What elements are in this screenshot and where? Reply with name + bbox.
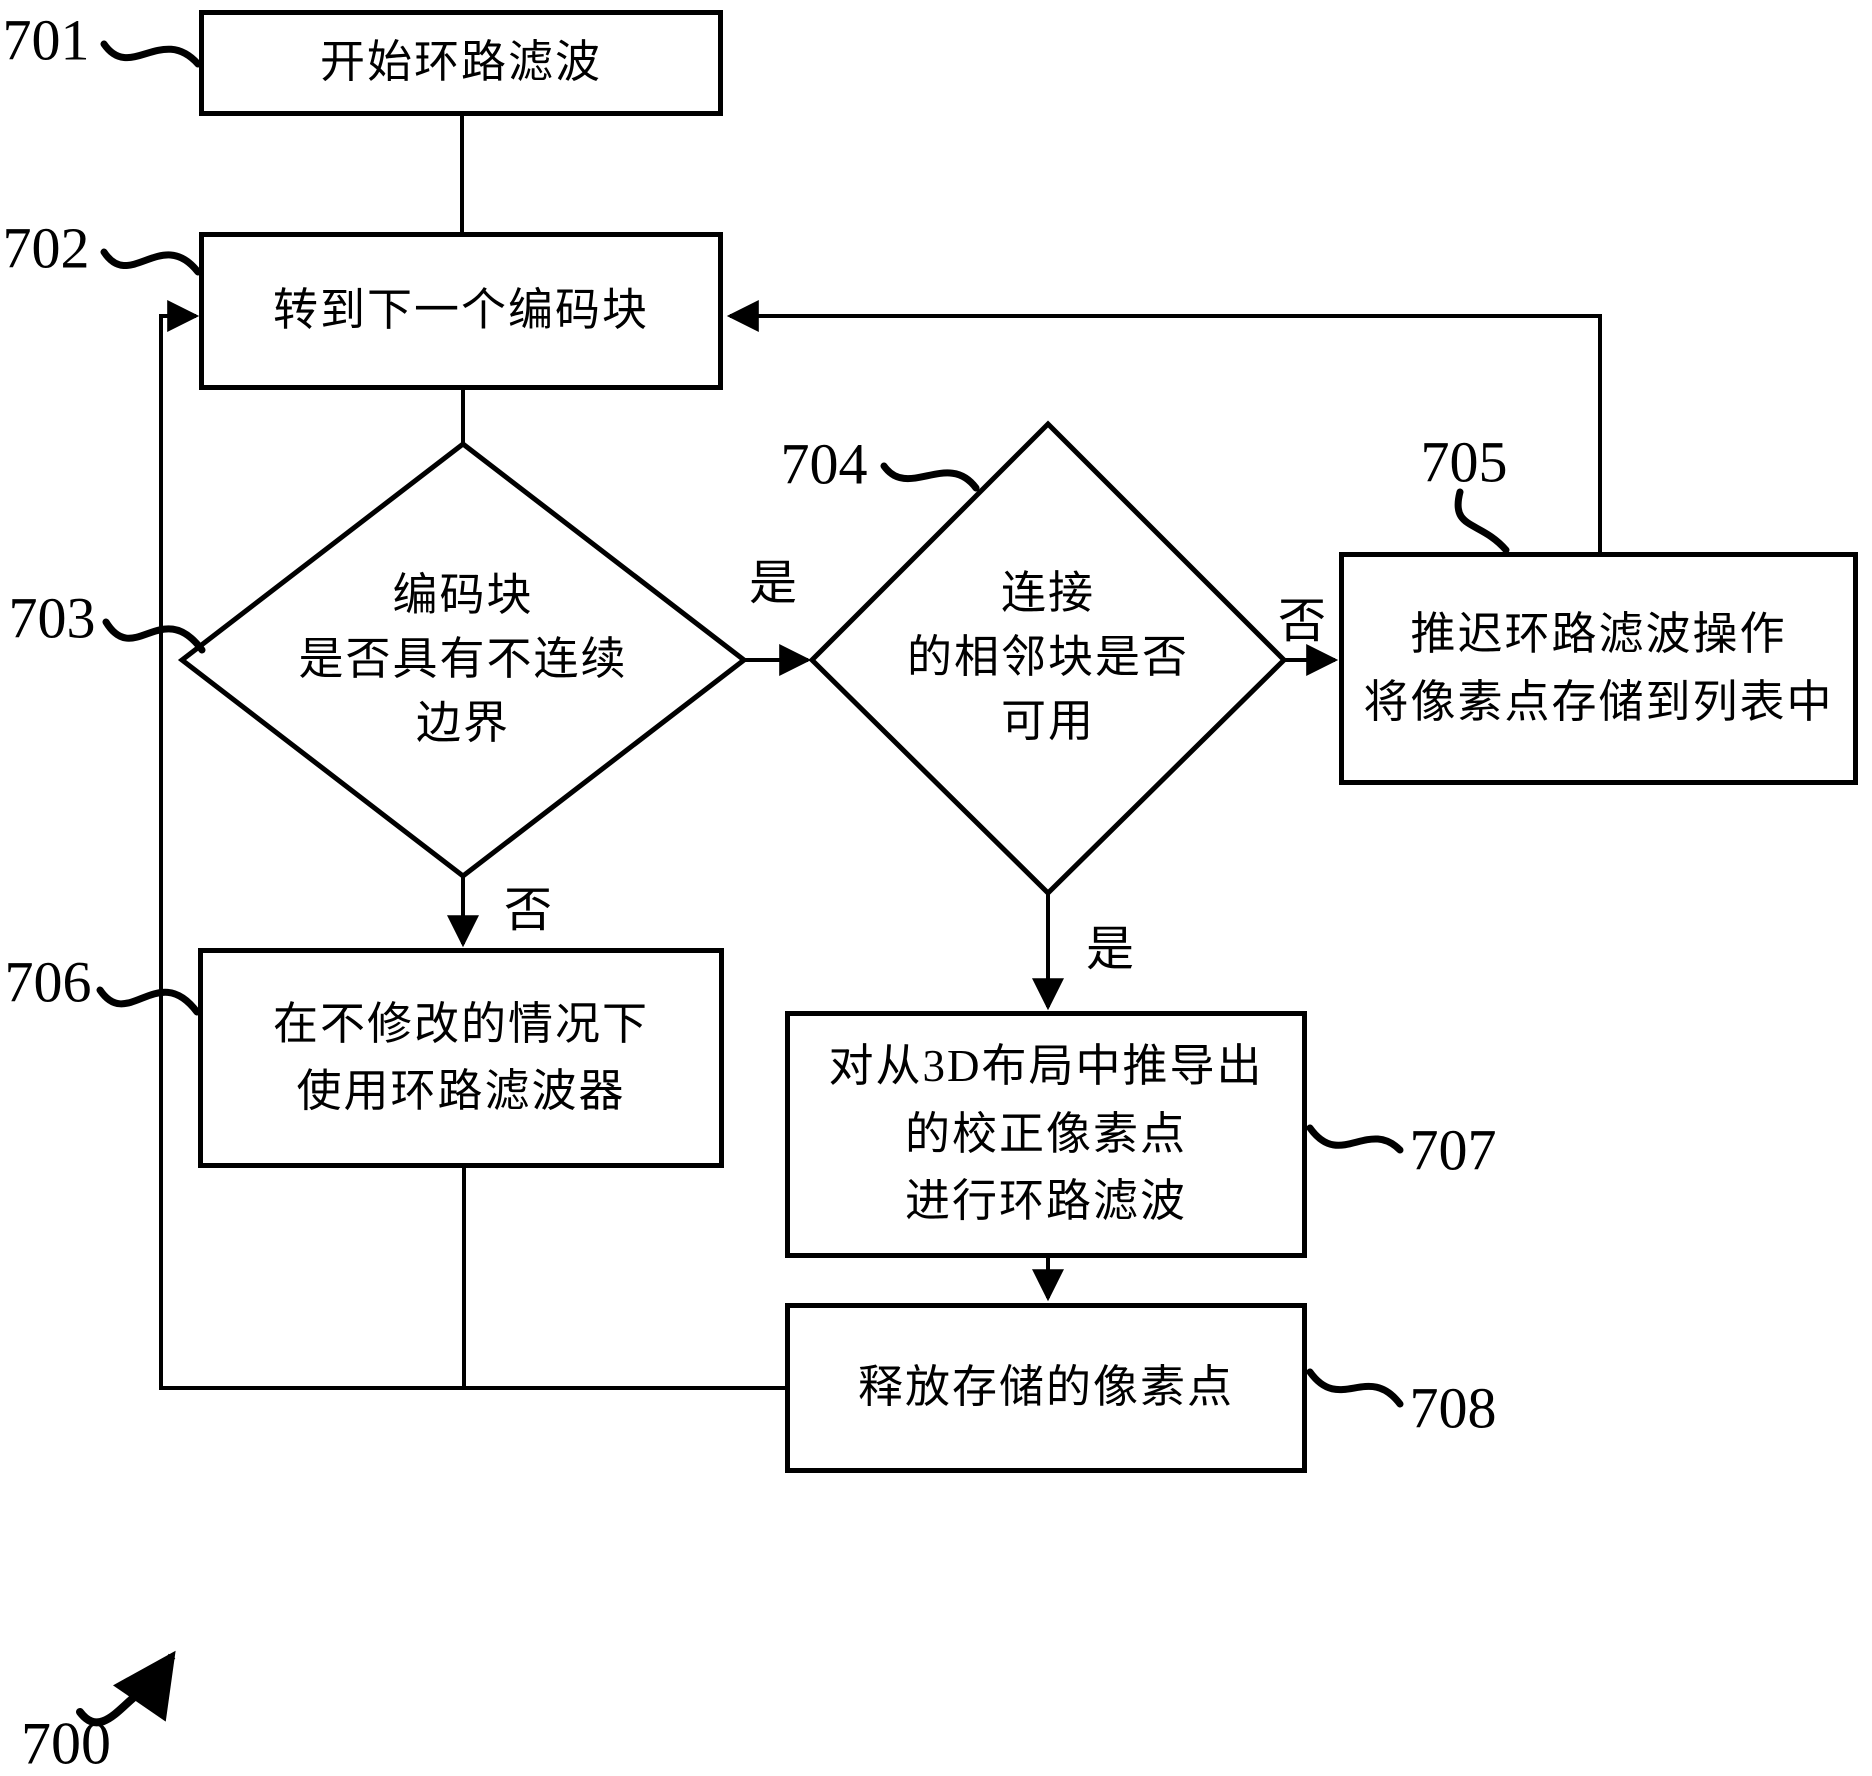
decision-704-line3: 可用 <box>1000 695 1096 746</box>
ref-label-707: 707 <box>1409 1117 1497 1183</box>
edge-label-yes-704: 是 <box>1085 923 1135 976</box>
node-707-line3: 进行环路滤波 <box>904 1176 1187 1227</box>
edge-label-yes-703: 是 <box>748 557 798 610</box>
node-705-postpone-box: 推迟环路滤波操作 将像素点存储到列表中 <box>1339 552 1858 785</box>
node-701-label: 开始环路滤波 <box>319 37 602 88</box>
node-702-next-block-box: 转到下一个编码块 <box>199 232 723 390</box>
ref-squiggle-704 <box>880 462 980 492</box>
decision-704-shape <box>808 420 1288 897</box>
decision-703-text: 编码块 是否具有不连续 边界 <box>298 564 627 756</box>
node-706-unmodified-filter-box: 在不修改的情况下 使用环路滤波器 <box>198 948 724 1168</box>
node-707-line1: 对从3D布局中推导出 <box>828 1041 1264 1092</box>
decision-703-shape <box>177 440 749 880</box>
node-701-start-box: 开始环路滤波 <box>199 10 723 116</box>
ref-label-705: 705 <box>1420 429 1508 495</box>
decision-704-line1: 连接 <box>1000 568 1096 619</box>
ref-label-702: 702 <box>2 215 90 281</box>
ref-label-704: 704 <box>780 431 868 497</box>
ref-label-701: 701 <box>2 7 90 73</box>
edge-708-to-702-loop <box>159 300 787 1390</box>
node-705-line2: 将像素点存储到列表中 <box>1363 676 1834 727</box>
decision-703-line1: 编码块 <box>392 570 534 621</box>
node-708-label: 释放存储的像素点 <box>857 1362 1234 1413</box>
ref-squiggle-703 <box>102 618 206 654</box>
ref-squiggle-702 <box>100 248 202 276</box>
node-707-filter-corrected-box: 对从3D布局中推导出 的校正像素点 进行环路滤波 <box>785 1011 1307 1258</box>
node-706-line2: 使用环路滤波器 <box>296 1066 626 1116</box>
decision-703-line2: 是否具有不连续 <box>298 634 628 685</box>
node-702-label: 转到下一个编码块 <box>272 285 649 336</box>
decision-703-line3: 边界 <box>415 697 511 748</box>
edge-label-no-703: 否 <box>503 884 553 937</box>
node-706-line1: 在不修改的情况下 <box>272 998 649 1049</box>
figure-number-label: 700 <box>21 1710 111 1776</box>
node-708-release-box: 释放存储的像素点 <box>785 1303 1307 1473</box>
ref-squiggle-701 <box>100 40 202 68</box>
edge-label-no-704: 否 <box>1277 595 1327 648</box>
ref-squiggle-707 <box>1306 1124 1404 1154</box>
fig-pointer-arrow <box>112 1650 176 1722</box>
ref-label-706: 706 <box>4 949 92 1015</box>
ref-squiggle-706 <box>96 986 201 1016</box>
node-707-line2: 的校正像素点 <box>904 1108 1187 1159</box>
ref-label-703: 703 <box>8 585 96 651</box>
decision-704-text: 连接 的相邻块是否 可用 <box>907 562 1189 754</box>
ref-squiggle-705 <box>1454 488 1510 554</box>
node-705-line1: 推迟环路滤波操作 <box>1410 609 1787 659</box>
decision-704-line2: 的相邻块是否 <box>906 632 1190 683</box>
ref-squiggle-708 <box>1306 1368 1404 1408</box>
edge-705-to-702-loop <box>726 300 1602 554</box>
ref-label-708: 708 <box>1409 1375 1497 1441</box>
